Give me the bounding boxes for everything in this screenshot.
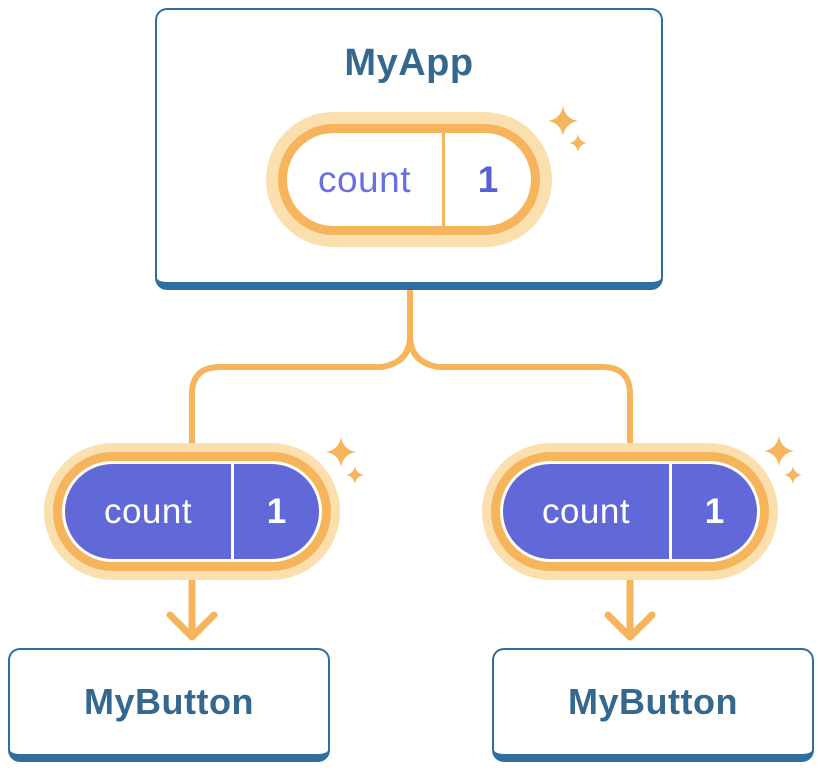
mybutton-card: MyButton — [8, 648, 330, 762]
state-pill: count 1 — [278, 124, 540, 235]
prop-pill-label: count — [541, 492, 631, 531]
sparkle-icon — [764, 436, 794, 466]
component-title: MyApp — [344, 42, 474, 84]
sparkle-icon — [346, 466, 364, 484]
arrow-down-icon — [604, 573, 656, 641]
component-title: MyButton — [84, 681, 254, 722]
mybutton-card: MyButton — [492, 648, 814, 762]
arrow-down-icon — [166, 573, 218, 641]
sparkle-icon — [326, 437, 356, 467]
sparkle-icon — [784, 466, 802, 484]
prop-pill-value: 1 — [266, 492, 287, 531]
sparkle-icon — [548, 106, 578, 136]
pill-divider — [442, 133, 445, 226]
prop-pill-label: count — [103, 492, 193, 531]
prop-pill-value: 1 — [704, 492, 725, 531]
pill-divider — [231, 464, 234, 559]
state-pill-label: count — [317, 159, 411, 200]
branch-line-left — [189, 289, 413, 472]
prop-pill: count 1 — [500, 461, 760, 562]
prop-pill: count 1 — [62, 461, 322, 562]
pill-divider — [669, 464, 672, 559]
sparkle-icon — [569, 134, 587, 152]
branch-line-right — [407, 289, 633, 472]
state-pill-value: 1 — [477, 159, 499, 200]
component-title: MyButton — [568, 681, 738, 722]
